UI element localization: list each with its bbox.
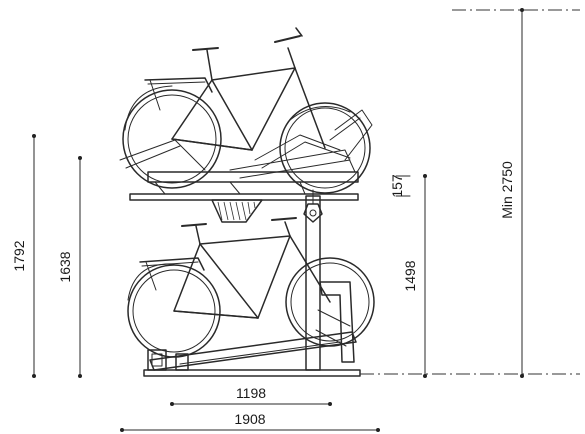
upper-bicycle-front-wheel [279, 102, 371, 194]
dimension-1498-label: 1498 [402, 260, 418, 291]
upper-tray-rail [147, 171, 359, 183]
dimension-1198: 1198 [170, 385, 332, 406]
dimension-1792-label: 1792 [11, 240, 27, 271]
lower-bicycle [127, 217, 375, 358]
dimension-1638-label: 1638 [57, 251, 73, 282]
upper-bicycle [122, 27, 371, 194]
base-plate [143, 369, 361, 377]
upper-bicycle-rear-wheel [122, 89, 222, 189]
dimension-157: 157 [389, 174, 411, 198]
lower-ramp [149, 331, 357, 371]
dimension-157-label: 157 [389, 174, 405, 198]
lower-tray [143, 281, 361, 377]
upper-tray-bracket [211, 199, 263, 223]
dimension-1908: 1908 [120, 411, 380, 432]
upper-tray [119, 109, 373, 223]
dimension-1792: 1792 [11, 134, 36, 378]
dimension-1198-label: 1198 [236, 385, 266, 401]
post-connector [303, 203, 323, 223]
dimension-1908-label: 1908 [234, 411, 265, 427]
dimension-1638: 1638 [57, 156, 82, 378]
upper-guide-rail [129, 193, 359, 201]
front-wheel-holder [319, 281, 355, 363]
dimension-min-2750: Min 2750 [499, 8, 524, 378]
dimension-1498: 1498 [402, 174, 427, 378]
dimension-min-2750-label: Min 2750 [499, 161, 515, 219]
